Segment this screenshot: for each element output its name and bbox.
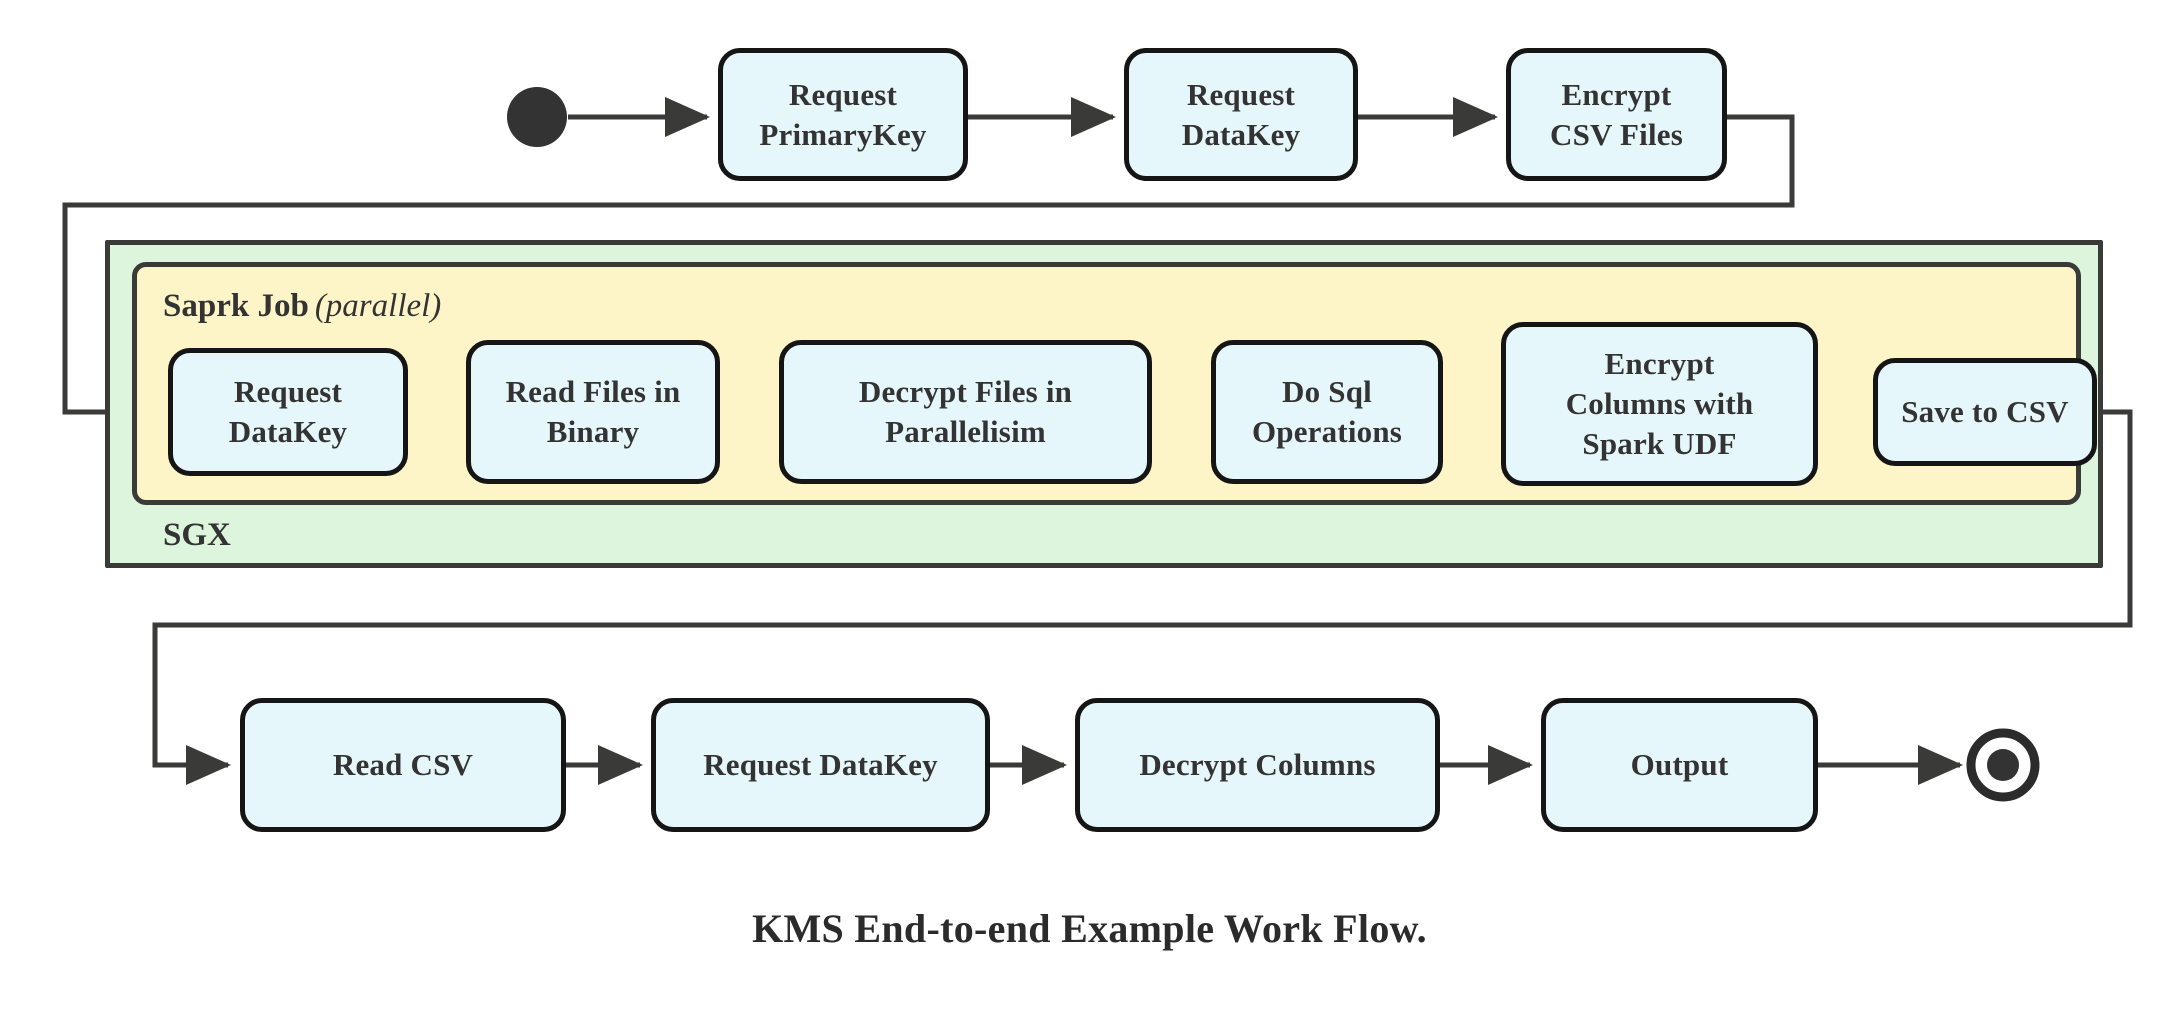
node-label: Output bbox=[1630, 747, 1729, 783]
node-label: Request DataKey bbox=[228, 374, 348, 449]
node-read-files-in-binary[interactable]: Read Files in Binary bbox=[466, 340, 720, 484]
diagram-caption: KMS End-to-end Example Work Flow. bbox=[752, 906, 1427, 951]
node-decrypt-columns[interactable]: Decrypt Columns bbox=[1075, 698, 1440, 832]
node-label: Request DataKey bbox=[703, 747, 938, 783]
node-request-primarykey[interactable]: Request PrimaryKey bbox=[718, 48, 968, 181]
node-request-datakey-spark[interactable]: Request DataKey bbox=[168, 348, 408, 476]
end-node bbox=[1966, 728, 2040, 802]
node-label: Request PrimaryKey bbox=[759, 76, 927, 152]
sgx-label-text: SGX bbox=[163, 517, 231, 553]
spark-job-label: Saprk Job(parallel) bbox=[163, 288, 441, 325]
node-encrypt-csv-files[interactable]: Encrypt CSV Files bbox=[1506, 48, 1727, 181]
node-label: Read CSV bbox=[332, 747, 474, 783]
node-request-datakey-top[interactable]: Request DataKey bbox=[1124, 48, 1358, 181]
node-label: Do Sql Operations bbox=[1251, 374, 1403, 449]
node-do-sql-operations[interactable]: Do Sql Operations bbox=[1211, 340, 1443, 484]
sgx-label: SGX bbox=[163, 517, 231, 554]
node-label: Read Files in Binary bbox=[505, 374, 681, 449]
node-label: Encrypt CSV Files bbox=[1550, 76, 1683, 152]
node-read-csv[interactable]: Read CSV bbox=[240, 698, 566, 832]
spark-job-qualifier: (parallel) bbox=[314, 288, 442, 324]
edge-save-csv-to-read-csv-wrap bbox=[152, 409, 2133, 785]
node-save-to-csv[interactable]: Save to CSV bbox=[1873, 358, 2097, 466]
node-label: Request DataKey bbox=[1181, 76, 1301, 152]
node-label: Decrypt Files in Parallelisim bbox=[858, 374, 1073, 449]
node-encrypt-columns-with-spark-udf[interactable]: Encrypt Columns with Spark UDF bbox=[1501, 322, 1818, 486]
spark-job-label-text: Saprk Job bbox=[163, 288, 309, 324]
start-node bbox=[507, 87, 567, 147]
node-output[interactable]: Output bbox=[1541, 698, 1818, 832]
node-label: Decrypt Columns bbox=[1139, 747, 1376, 783]
node-decrypt-files-in-parallelisim[interactable]: Decrypt Files in Parallelisim bbox=[779, 340, 1152, 484]
node-label: Save to CSV bbox=[1901, 394, 2069, 430]
edge-encrypt-csv-to-spark-wrap bbox=[62, 114, 1795, 432]
node-label: Encrypt Columns with Spark UDF bbox=[1565, 346, 1754, 461]
node-request-datakey-bottom[interactable]: Request DataKey bbox=[651, 698, 990, 832]
